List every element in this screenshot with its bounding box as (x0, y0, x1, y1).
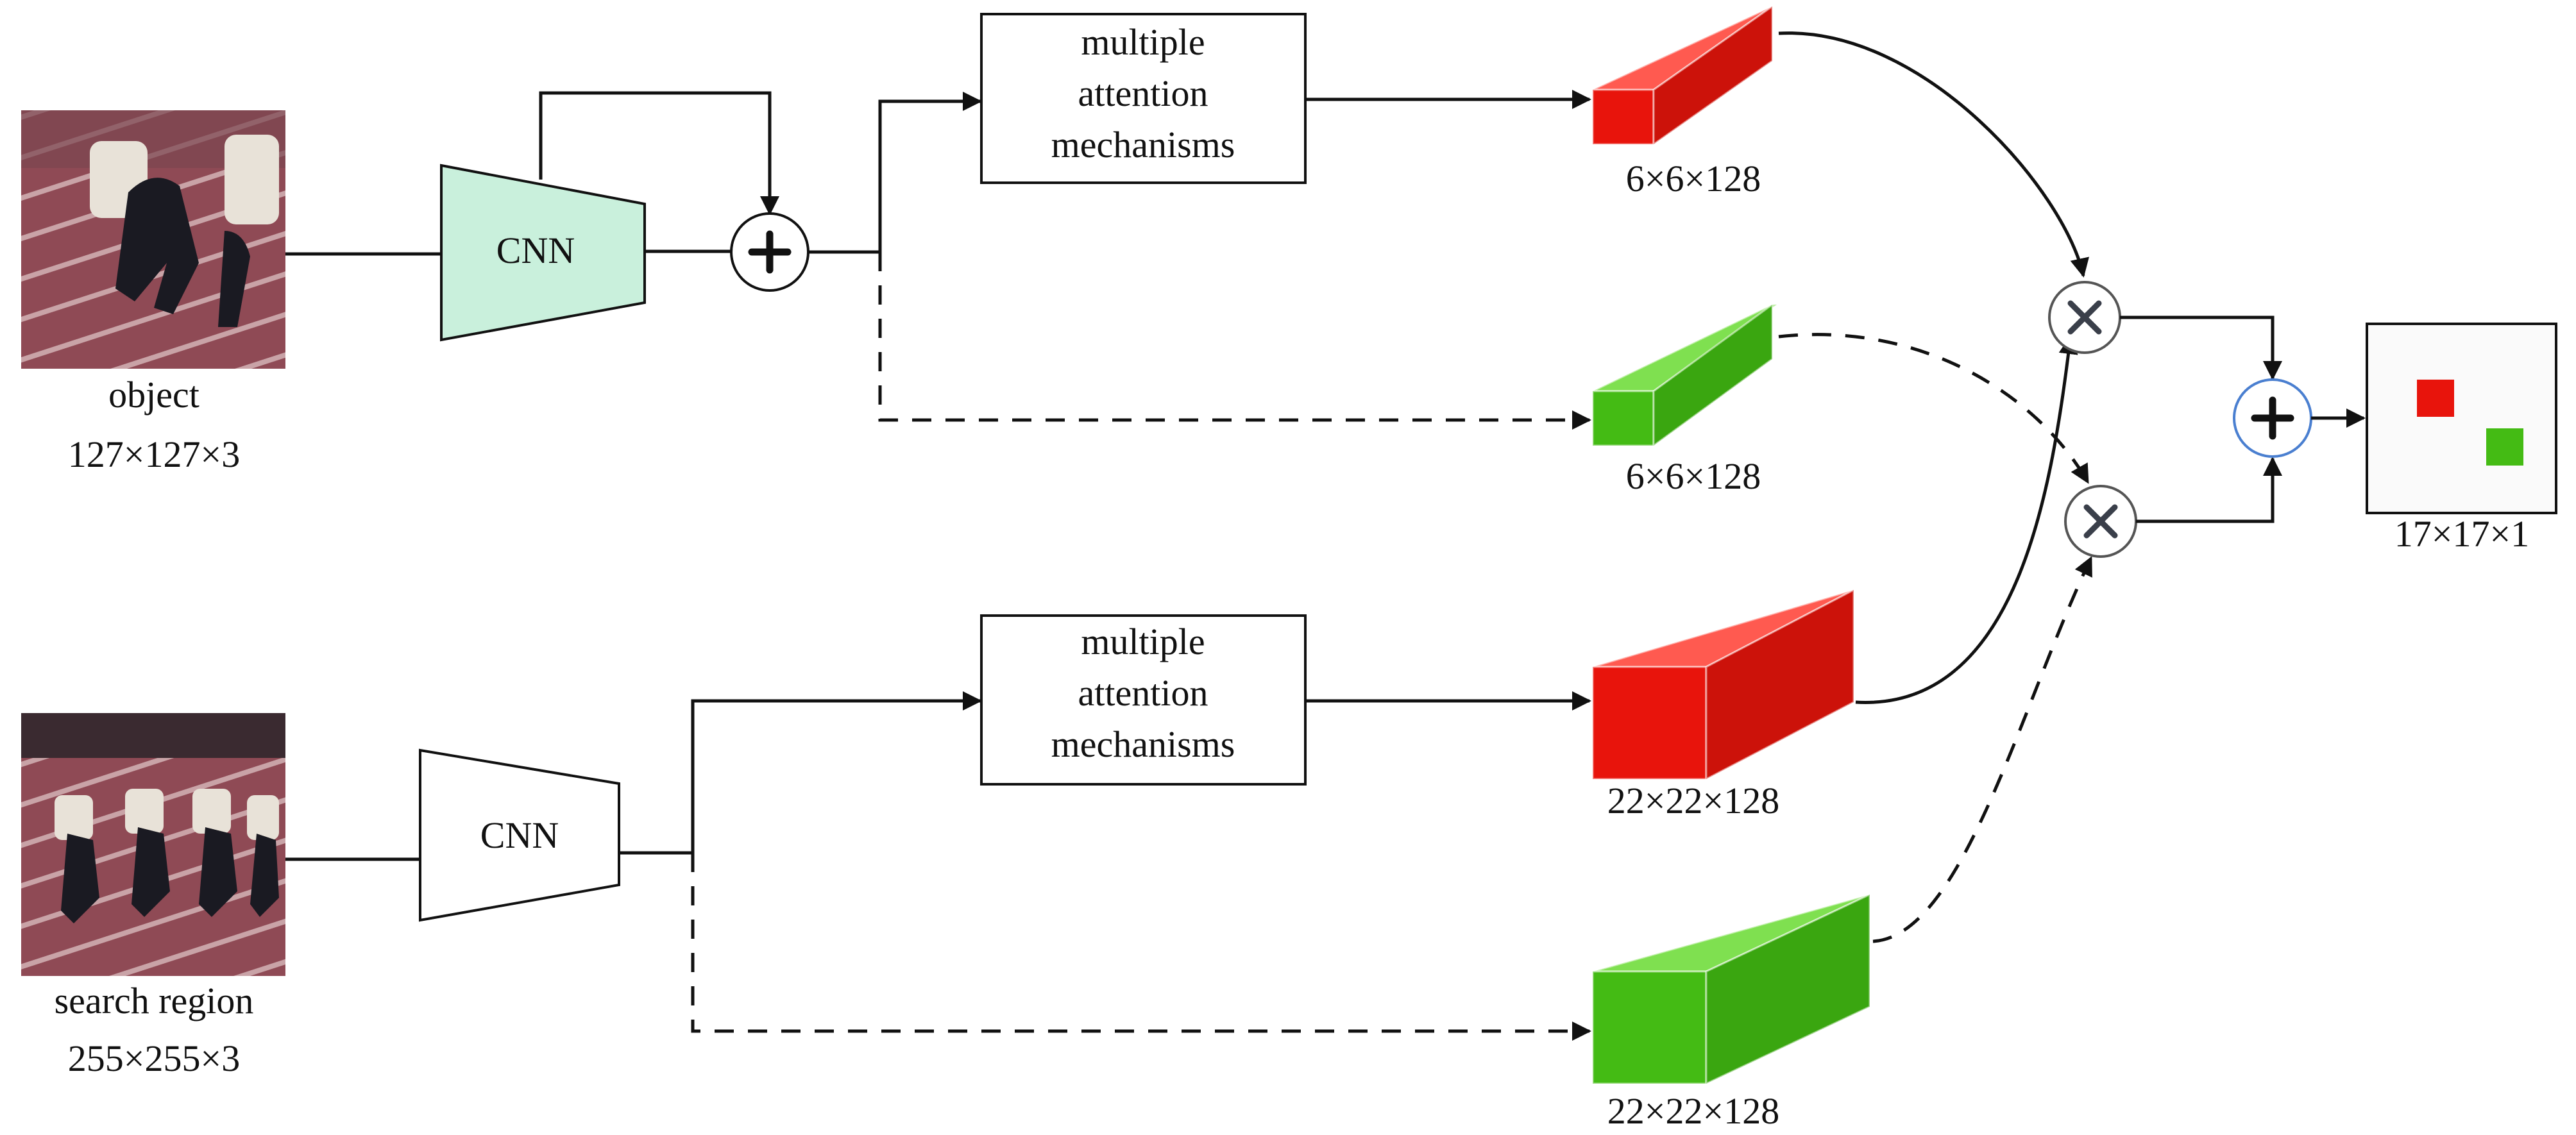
green-small-to-bottom-mult (1778, 333, 2090, 484)
object-image (21, 110, 285, 369)
cnn-top-label: CNN (496, 230, 575, 271)
cnn-bottom-label: CNN (480, 814, 559, 856)
response-map-output (2366, 323, 2557, 514)
attention-top-line1: multiple (1081, 21, 1205, 63)
green-large-size-label: 22×22×128 (1607, 1090, 1779, 1132)
plus-icon (2251, 396, 2294, 440)
top-solid-branch (878, 92, 982, 252)
times-icon (2067, 300, 2102, 335)
bottom-dashed-branch (691, 853, 1591, 1041)
attention-bottom-line2: attention (1078, 672, 1208, 714)
red-large-to-top-mult (1855, 335, 2078, 704)
cnn-top-block (440, 164, 646, 342)
attention-bottom-line3: mechanisms (1051, 723, 1235, 765)
attention-box-bottom (980, 614, 1307, 786)
attention-top-line3: mechanisms (1051, 124, 1235, 165)
cnn-bottom-block (419, 748, 620, 922)
attention-top-line2: attention (1078, 72, 1208, 114)
top-dashed-branch (878, 252, 1591, 430)
red-feature-large (1591, 588, 1855, 781)
plus-icon (748, 230, 792, 274)
bottom-solid-branch (691, 691, 982, 853)
times-icon (2083, 504, 2118, 539)
red-large-size-label: 22×22×128 (1607, 780, 1779, 821)
green-feature-large (1591, 893, 1871, 1086)
search-region-label: search region (55, 980, 254, 1022)
top-mult-to-sum (2120, 315, 2282, 380)
green-small-size-label: 6×6×128 (1626, 455, 1761, 497)
skip-connection-line (539, 91, 779, 215)
response-green-peak (2486, 428, 2523, 466)
green-feature-small (1591, 303, 1780, 448)
green-large-to-bottom-mult (1872, 556, 2093, 943)
object-label: object (108, 374, 199, 416)
red-small-to-top-mult (1778, 31, 2089, 278)
response-red-peak (2417, 380, 2454, 417)
bottom-mult-to-sum (2136, 457, 2282, 523)
object-size-label: 127×127×3 (68, 433, 240, 475)
search-region-image (21, 713, 285, 976)
attention-bottom-line1: multiple (1081, 621, 1205, 662)
red-feature-small (1591, 4, 1774, 146)
search-region-size-label: 255×255×3 (68, 1038, 240, 1079)
attention-box-top (980, 13, 1307, 184)
output-size-label: 17×17×1 (2394, 513, 2529, 555)
red-small-size-label: 6×6×128 (1626, 158, 1761, 199)
